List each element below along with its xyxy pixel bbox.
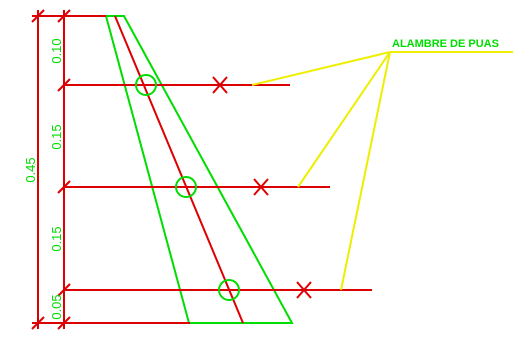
total-dimension-ticks (31, 9, 45, 330)
callout-leaders (251, 51, 513, 291)
barb-marker-2 (253, 178, 269, 196)
total-dimension-label: 0.45 (23, 157, 38, 182)
segment-dimension-label-1: 0.10 (49, 38, 64, 63)
segment-dimension-label-3: 0.15 (49, 226, 64, 251)
segment-dimension-ticks (57, 9, 71, 330)
wire-fastener-circle-2 (175, 176, 197, 198)
wire-fastener-circle-1 (135, 74, 157, 96)
barb-marker-3 (296, 281, 312, 299)
callout-label: ALAMBRE DE PUAS (392, 38, 499, 50)
wire-fastener-circle-3 (218, 279, 240, 301)
barb-marker-1 (212, 76, 228, 94)
segment-dimension-label-2: 0.15 (49, 124, 64, 149)
post-centerline (114, 15, 244, 324)
segment-dimension-label-4: 0.05 (49, 294, 64, 319)
post-outline (104, 15, 294, 324)
